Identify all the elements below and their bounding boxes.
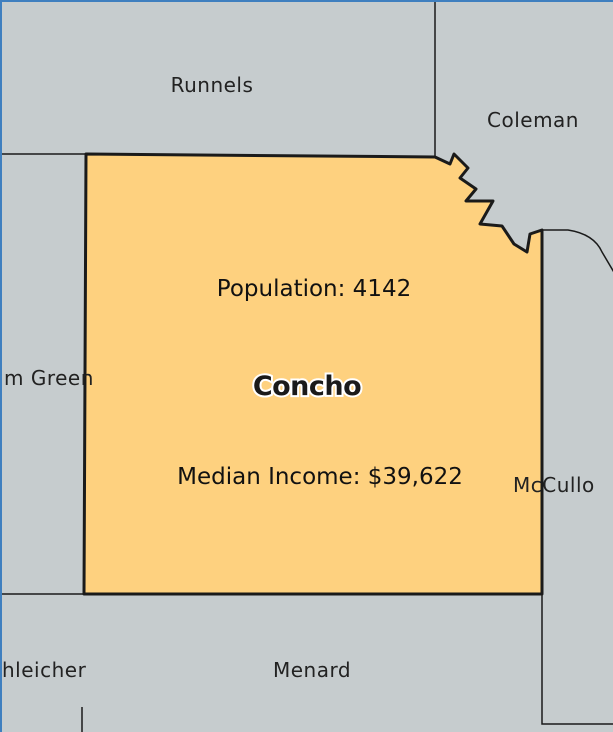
border-menard-mcculloch [541,594,613,725]
county-label-concho: Concho [253,371,361,402]
county-label-tom-green: m Green [4,366,94,390]
population-label: Population: 4142 [217,276,411,302]
county-label-schleicher: hleicher [2,658,87,682]
concho-county-shape[interactable] [82,152,544,596]
county-label-coleman: Coleman [487,108,579,132]
median-income-label: Median Income: $39,622 [177,464,463,490]
border-coleman-mcculloch [542,229,613,273]
county-label-menard: Menard [273,658,351,682]
county-label-mcculloch: McCullo [513,473,595,497]
county-label-runnels: Runnels [171,73,254,97]
